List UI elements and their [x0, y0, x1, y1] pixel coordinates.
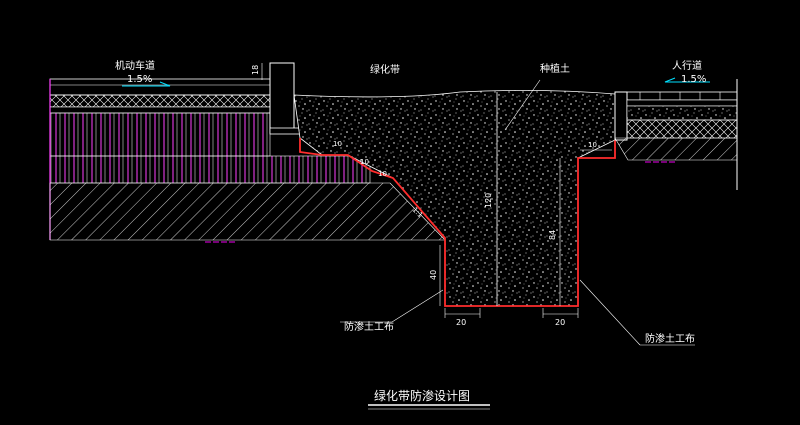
label-median: 绿化带	[370, 63, 400, 76]
dim-bottom-left: 20	[444, 308, 481, 327]
dim-bottom-right-text: 20	[555, 318, 565, 327]
left-slope-arrow	[122, 81, 171, 87]
drawing-title: 绿化带防渗设计图	[374, 388, 470, 403]
label-left-road: 机动车道	[115, 59, 155, 72]
dimension-left-depth: 40	[429, 245, 441, 306]
right-slope-arrow	[664, 77, 710, 83]
dim-curb-height: 18	[251, 65, 260, 75]
ground-symbols	[205, 161, 675, 243]
dim-step-3: 10	[378, 170, 387, 178]
dim-left-depth: 40	[429, 270, 438, 280]
dim-total-depth: 120	[484, 193, 493, 208]
dim-right-depth: 84	[548, 230, 557, 240]
dim-bottom-right: 20	[542, 308, 579, 327]
dimension-total-depth: 120	[484, 92, 498, 306]
dim-right-step: 10	[588, 141, 597, 149]
label-geotextile-right: 防渗土工布	[645, 332, 695, 345]
right-sidewalk	[614, 79, 738, 190]
label-geotextile-left: 防渗土工布	[344, 320, 394, 333]
dim-bottom-left-text: 20	[456, 318, 466, 327]
dimension-right-depth: 84	[548, 158, 561, 306]
label-right-slope: 1.5%	[681, 74, 706, 85]
label-left-slope: 1.5%	[127, 74, 152, 85]
dim-step-1: 10	[333, 140, 342, 148]
left-pavement	[49, 78, 446, 241]
label-sidewalk: 人行道	[672, 59, 702, 72]
label-planting-soil: 种植土	[540, 62, 570, 75]
dim-step-2: 10	[360, 158, 369, 166]
geotextile-liner	[299, 138, 616, 307]
